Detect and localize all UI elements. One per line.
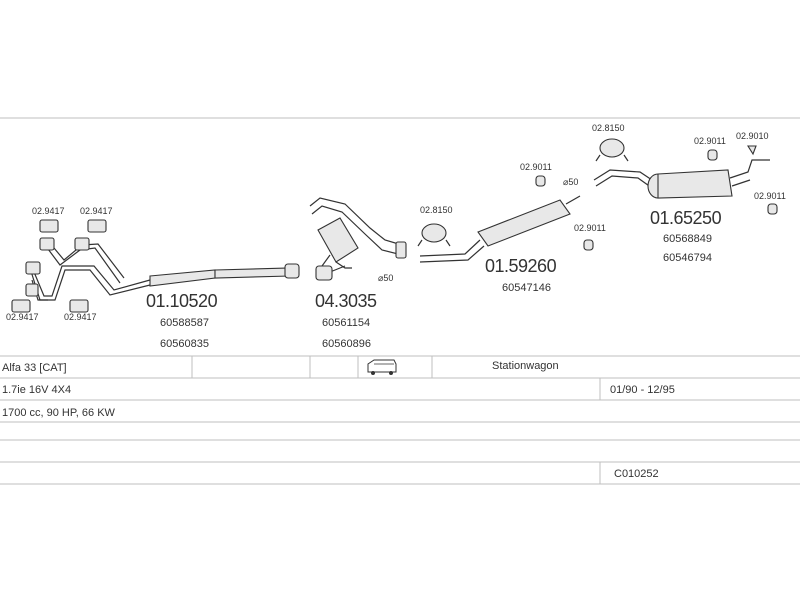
- rear-hanger1-label: 02.9011: [694, 136, 726, 146]
- mid-hanger1[interactable]: 02.9011: [520, 162, 552, 187]
- rear-clamp[interactable]: 02.8150: [592, 123, 629, 162]
- rear-tailpipe-2: [731, 179, 751, 187]
- rear-mount[interactable]: 02.9010: [736, 131, 769, 156]
- mid-outlet-pipe: [565, 195, 581, 205]
- catalyst-outlet: [335, 261, 352, 269]
- mid-hanger2-shape: [583, 239, 594, 251]
- rear-mount-label: 02.9010: [736, 131, 769, 141]
- gasket-bl1-shape: [11, 299, 31, 313]
- catalyst-assembly[interactable]: [309, 197, 407, 281]
- gasket-tl2[interactable]: 02.9417: [80, 206, 113, 233]
- gasket-tl1[interactable]: 02.9417: [32, 206, 65, 233]
- gasket-bl2-shape: [69, 299, 89, 313]
- mid-inlet-pipe-2: [419, 245, 485, 263]
- rear-silencer-number: 01.65250: [650, 208, 722, 228]
- gasket-bl2-label: 02.9417: [64, 312, 97, 322]
- mid-inlet-pipe: [419, 239, 481, 257]
- mid-silencer-oe1: 60547146: [502, 282, 551, 294]
- manifold-runner-1: [29, 267, 151, 301]
- rear-clamp-label: 02.8150: [592, 123, 625, 133]
- rear-silencer-body: [657, 169, 733, 199]
- rear-hanger1-shape: [707, 149, 718, 161]
- mid-hanger1-shape: [535, 175, 546, 187]
- mid-silencer-number: 01.59260: [485, 256, 557, 276]
- mid-clamp-label: 02.8150: [420, 205, 453, 215]
- catalyst-gasket: [315, 265, 333, 281]
- van-icon: [367, 359, 397, 375]
- vehicle-code: C010252: [614, 468, 659, 480]
- catalyst-pipe-upper-1: [309, 197, 403, 246]
- mid-hanger1-label: 02.9011: [520, 162, 552, 172]
- van-icon-body: [367, 359, 397, 373]
- gasket-tl2-shape: [87, 219, 107, 233]
- vehicle-model: Alfa 33 [CAT]: [2, 362, 67, 374]
- flange-front-end: [284, 263, 300, 279]
- gasket-bl1-label: 02.9417: [6, 312, 39, 322]
- rear-tailpipe: [729, 159, 770, 179]
- front-pipe-oe2: 60560835: [160, 338, 209, 350]
- vehicle-engine: 1.7ie 16V 4X4: [2, 384, 71, 396]
- rear-hanger2-shape: [767, 203, 778, 215]
- mid-hanger2-label: 02.9011: [574, 223, 606, 233]
- catalyst-oe1: 60561154: [322, 317, 370, 329]
- middle-silencer-body: [477, 199, 571, 247]
- mid-hanger2[interactable]: 02.9011: [574, 223, 606, 251]
- resonator-front: [149, 269, 216, 287]
- van-icon-wheel-front: [371, 371, 375, 375]
- catalyst-end-flange: [395, 241, 407, 259]
- front-pipe-number: 01.10520: [146, 291, 218, 311]
- manifold-runner-2: [33, 265, 151, 297]
- rear-hanger2[interactable]: 02.9011: [754, 191, 786, 215]
- front-pipe-oe1: 60588587: [160, 317, 209, 329]
- vehicle-info-table: [0, 355, 800, 485]
- rear-silencer-oe1: 60568849: [663, 233, 712, 245]
- mid-diameter: ⌀50: [563, 177, 578, 187]
- gasket-tl1-label: 02.9417: [32, 206, 65, 216]
- vehicle-body: Stationwagon: [492, 360, 559, 372]
- catalyst-pipe-upper-2: [311, 205, 403, 256]
- front-pipe-assembly[interactable]: [25, 237, 300, 301]
- rear-clamp-shape: [599, 138, 625, 158]
- flange-bl1: [25, 261, 41, 275]
- catalyst-oe2: 60560896: [322, 338, 371, 350]
- middle-silencer-assembly[interactable]: [419, 195, 581, 263]
- rear-silencer-oe2: 60546794: [663, 252, 712, 264]
- gasket-tl1-shape: [39, 219, 59, 233]
- van-icon-wheel-rear: [389, 371, 393, 375]
- gasket-bl1[interactable]: 02.9417: [6, 299, 39, 322]
- vehicle-spec: 1700 cc, 90 HP, 66 KW: [2, 407, 116, 419]
- rear-clamp-bolts: [595, 154, 629, 162]
- flange-tl1: [39, 237, 55, 251]
- rear-inlet-pipe-2: [595, 175, 653, 189]
- flange-bl2: [25, 283, 39, 297]
- rear-mount-shape: [747, 145, 757, 156]
- front-pipe-tube: [214, 267, 291, 279]
- catalyst-number: 04.3035: [315, 291, 377, 311]
- gasket-tl2-label: 02.9417: [80, 206, 113, 216]
- catalyst-diameter: ⌀50: [378, 273, 393, 283]
- rear-hanger1[interactable]: 02.9011: [694, 136, 726, 161]
- mid-clamp-bolts: [417, 239, 451, 247]
- flange-tl2: [74, 237, 90, 251]
- rear-inlet-pipe: [593, 169, 656, 183]
- mid-clamp-shape: [421, 223, 447, 243]
- gasket-bl2[interactable]: 02.9417: [64, 299, 97, 322]
- rear-hanger2-label: 02.9011: [754, 191, 786, 201]
- mid-clamp[interactable]: 02.8150: [417, 205, 453, 247]
- vehicle-years: 01/90 - 12/95: [610, 384, 675, 396]
- rear-silencer-assembly[interactable]: [593, 159, 770, 199]
- catalyst-body: [317, 217, 359, 263]
